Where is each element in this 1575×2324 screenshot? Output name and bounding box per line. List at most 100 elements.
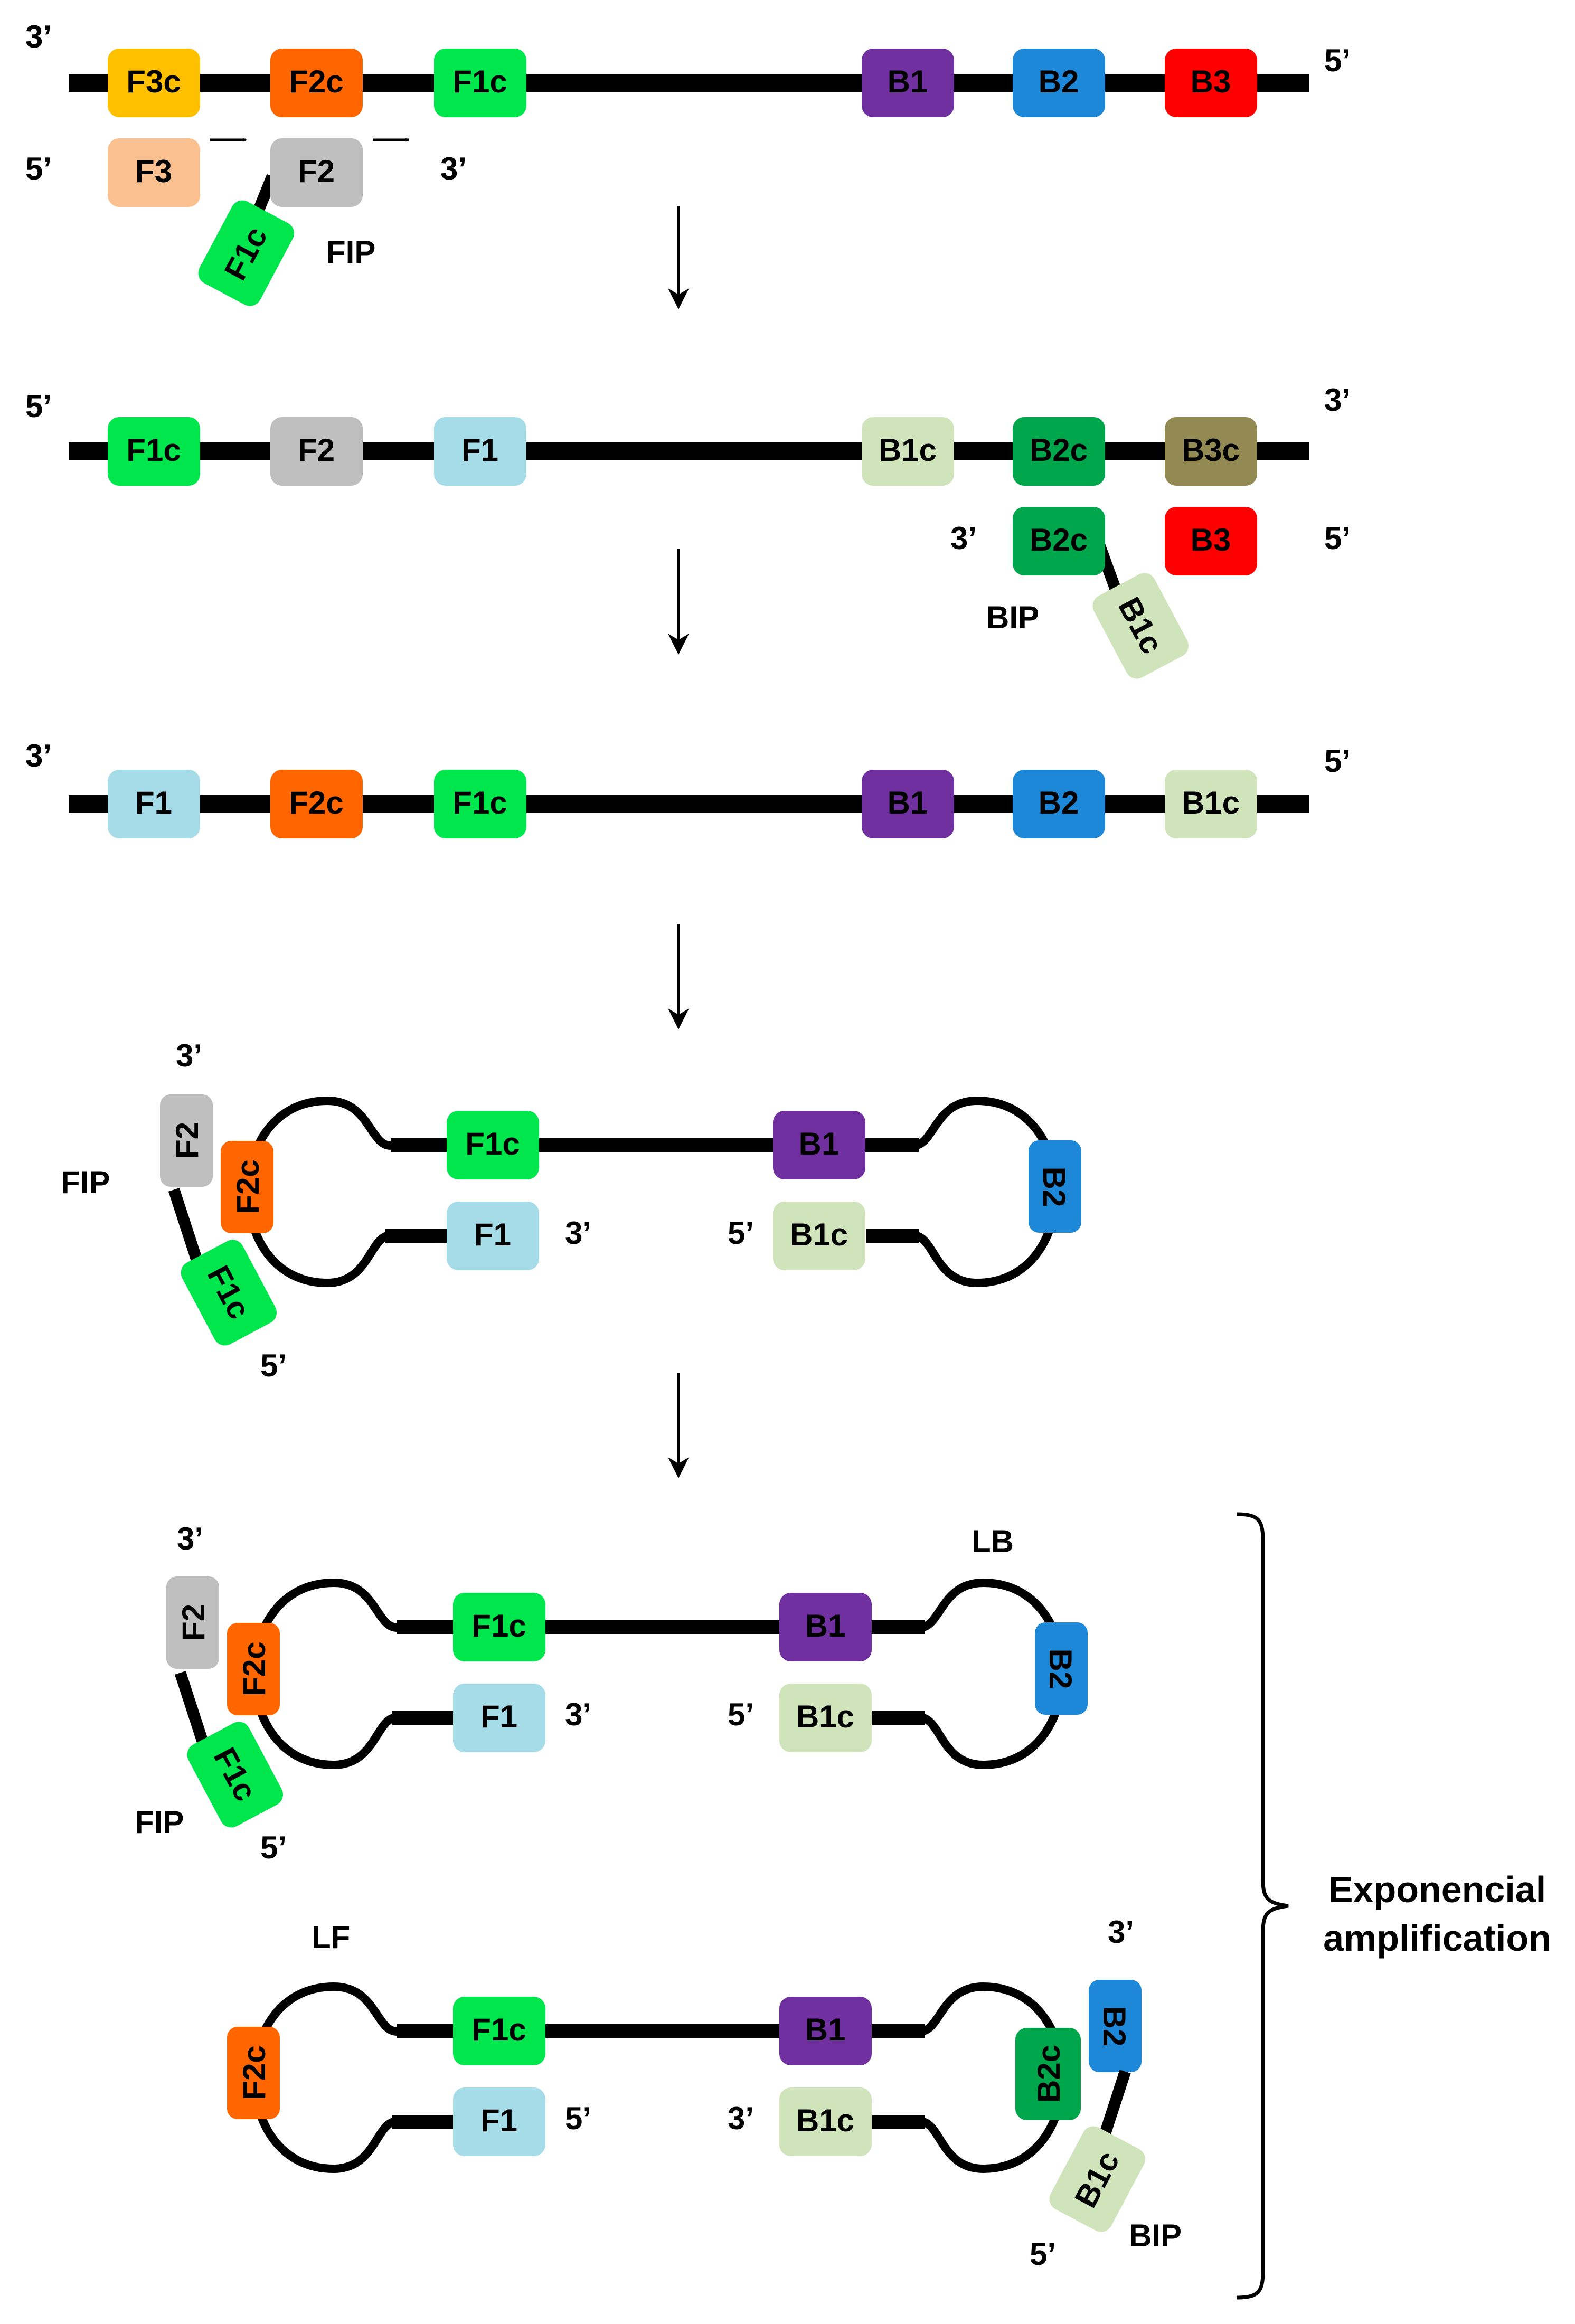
- region-box-f1c: F1c: [434, 49, 526, 117]
- region-box-b2: B2: [1035, 1622, 1088, 1715]
- step-1: F3c F2c F1c B1 B2 B3 3’ 5’ F3 5’: [25, 19, 1351, 306]
- end-label-3prime: 3’: [565, 1215, 591, 1251]
- amplification-bracket: [1236, 1512, 1289, 2300]
- region-label: B2c: [1030, 432, 1088, 468]
- region-label: B3c: [1182, 432, 1240, 468]
- region-box-b1c: B1c: [773, 1202, 865, 1270]
- end-label-5prime: 5’: [260, 1348, 287, 1383]
- region-box-f2: F2: [166, 1576, 219, 1669]
- region-label: F2c: [237, 2045, 272, 2100]
- bip-linker: [1095, 2070, 1131, 2149]
- region-box-b1: B1: [862, 770, 954, 838]
- end-label-3prime: 3’: [440, 151, 467, 186]
- bracket-label-line1: Exponencial: [1328, 1869, 1546, 1910]
- region-label: B2: [1039, 64, 1079, 99]
- region-label: B1c: [796, 1699, 854, 1734]
- strand-line: [872, 2115, 925, 2129]
- region-box-b2c: B2c: [1013, 417, 1105, 486]
- fip-linker: [168, 1188, 204, 1267]
- bracket-label-line2: amplification: [1323, 1917, 1551, 1959]
- region-label: F2c: [289, 785, 343, 820]
- end-label-5prime: 5’: [1324, 743, 1351, 779]
- strand-line: [69, 795, 1309, 813]
- fip-label: FIP: [135, 1805, 184, 1840]
- fip-linker: [174, 1671, 211, 1750]
- region-box-f1c: F1c: [453, 1593, 545, 1661]
- region-label: F2c: [237, 1641, 272, 1696]
- region-box-b2: B2: [1029, 1140, 1081, 1233]
- end-label-5prime: 5’: [260, 1830, 287, 1865]
- region-label: B2: [1036, 1167, 1072, 1207]
- end-label-3prime: 3’: [177, 1521, 203, 1556]
- region-box-b1: B1: [862, 49, 954, 117]
- end-label-3prime: 3’: [176, 1038, 202, 1073]
- end-label-3prime: 3’: [565, 1697, 591, 1732]
- region-box-f2: F2: [160, 1094, 213, 1187]
- strand-line: [392, 1711, 455, 1725]
- end-label-3prime: 3’: [25, 738, 52, 773]
- region-label: F2: [298, 432, 335, 468]
- strand-line: [69, 442, 1309, 460]
- region-label: F1c: [471, 2012, 526, 2047]
- region-box-f2c: F2c: [221, 1141, 273, 1233]
- region-label: F1: [480, 1699, 517, 1734]
- step-2: F1c F2 F1 B1c B2c B3c 5’ 3’ B2c: [25, 382, 1351, 679]
- end-label-3prime: 3’: [1108, 1914, 1134, 1950]
- region-label: F3: [135, 154, 172, 189]
- lb-label: LB: [972, 1524, 1014, 1559]
- region-box-f1c: F1c: [447, 1111, 539, 1179]
- region-box-f1: F1: [453, 1684, 545, 1752]
- strand-line: [385, 1229, 449, 1243]
- region-label: F1: [461, 432, 498, 468]
- fip-label: FIP: [61, 1165, 110, 1200]
- region-box-b1: B1: [779, 1997, 872, 2065]
- end-label-5prime: 5’: [1030, 2236, 1056, 2272]
- region-box-b3: B3: [1165, 49, 1257, 117]
- strand-line: [866, 1229, 919, 1243]
- region-label: B2c: [1031, 2045, 1067, 2103]
- region-box-f1c: F1c: [453, 1997, 545, 2065]
- region-label: B1c: [1182, 785, 1240, 820]
- region-box-b2: B2: [1013, 770, 1105, 838]
- region-box-f2: F2: [270, 417, 363, 486]
- bip-label: BIP: [1129, 2218, 1182, 2253]
- region-box-b1c: B1c: [779, 2087, 872, 2156]
- region-box-f1c: F1c: [108, 417, 200, 486]
- region-label: F1: [480, 2103, 517, 2138]
- region-box-b3: B3: [1165, 507, 1257, 575]
- region-label: B1: [888, 64, 928, 99]
- end-label-5prime: 5’: [565, 2101, 591, 2136]
- end-label-5prime: 5’: [728, 1697, 754, 1732]
- region-label: F2: [169, 1122, 205, 1159]
- region-box-b1c: B1c: [1165, 770, 1257, 838]
- region-box-f2: F2: [270, 138, 363, 207]
- region-box-b2: B2: [1089, 1980, 1142, 2072]
- fip-label: FIP: [326, 234, 375, 270]
- region-box-f1c-tail: F1c: [187, 1722, 283, 1828]
- end-label-3prime: 3’: [1324, 382, 1351, 418]
- step-4: F2c F1c B1 B2 F1 3’ 5’ B1c F2: [61, 1038, 1081, 1383]
- end-label-5prime: 5’: [728, 1215, 754, 1251]
- step-5-upper: F2c F1c B1 B2 F1 3’ 5’ B1c F2: [135, 1521, 1088, 1865]
- region-label: B1c: [796, 2103, 854, 2138]
- strand-line: [69, 74, 1309, 92]
- region-box-f2c: F2c: [270, 770, 363, 838]
- region-label: F1c: [465, 1126, 520, 1161]
- lf-label: LF: [312, 1920, 350, 1955]
- region-box-f1c-tail: F1c: [198, 200, 294, 306]
- region-label: B1c: [879, 432, 937, 468]
- end-label-3prime: 3’: [25, 19, 52, 54]
- region-box-b1c-tail: B1c: [1049, 2126, 1145, 2232]
- region-box-b1c: B1c: [779, 1684, 872, 1752]
- region-box-b1: B1: [779, 1593, 872, 1661]
- strand-line: [872, 1711, 925, 1725]
- region-box-f2c: F2c: [270, 49, 363, 117]
- region-box-b2: B2: [1013, 49, 1105, 117]
- region-box-f3c: F3c: [108, 49, 200, 117]
- region-label: F3c: [126, 64, 181, 99]
- region-label: F1c: [471, 1608, 526, 1643]
- end-label-5prime: 5’: [25, 389, 52, 424]
- region-label: B1: [805, 2012, 846, 2047]
- region-box-b1c-tail: B1c: [1092, 573, 1189, 679]
